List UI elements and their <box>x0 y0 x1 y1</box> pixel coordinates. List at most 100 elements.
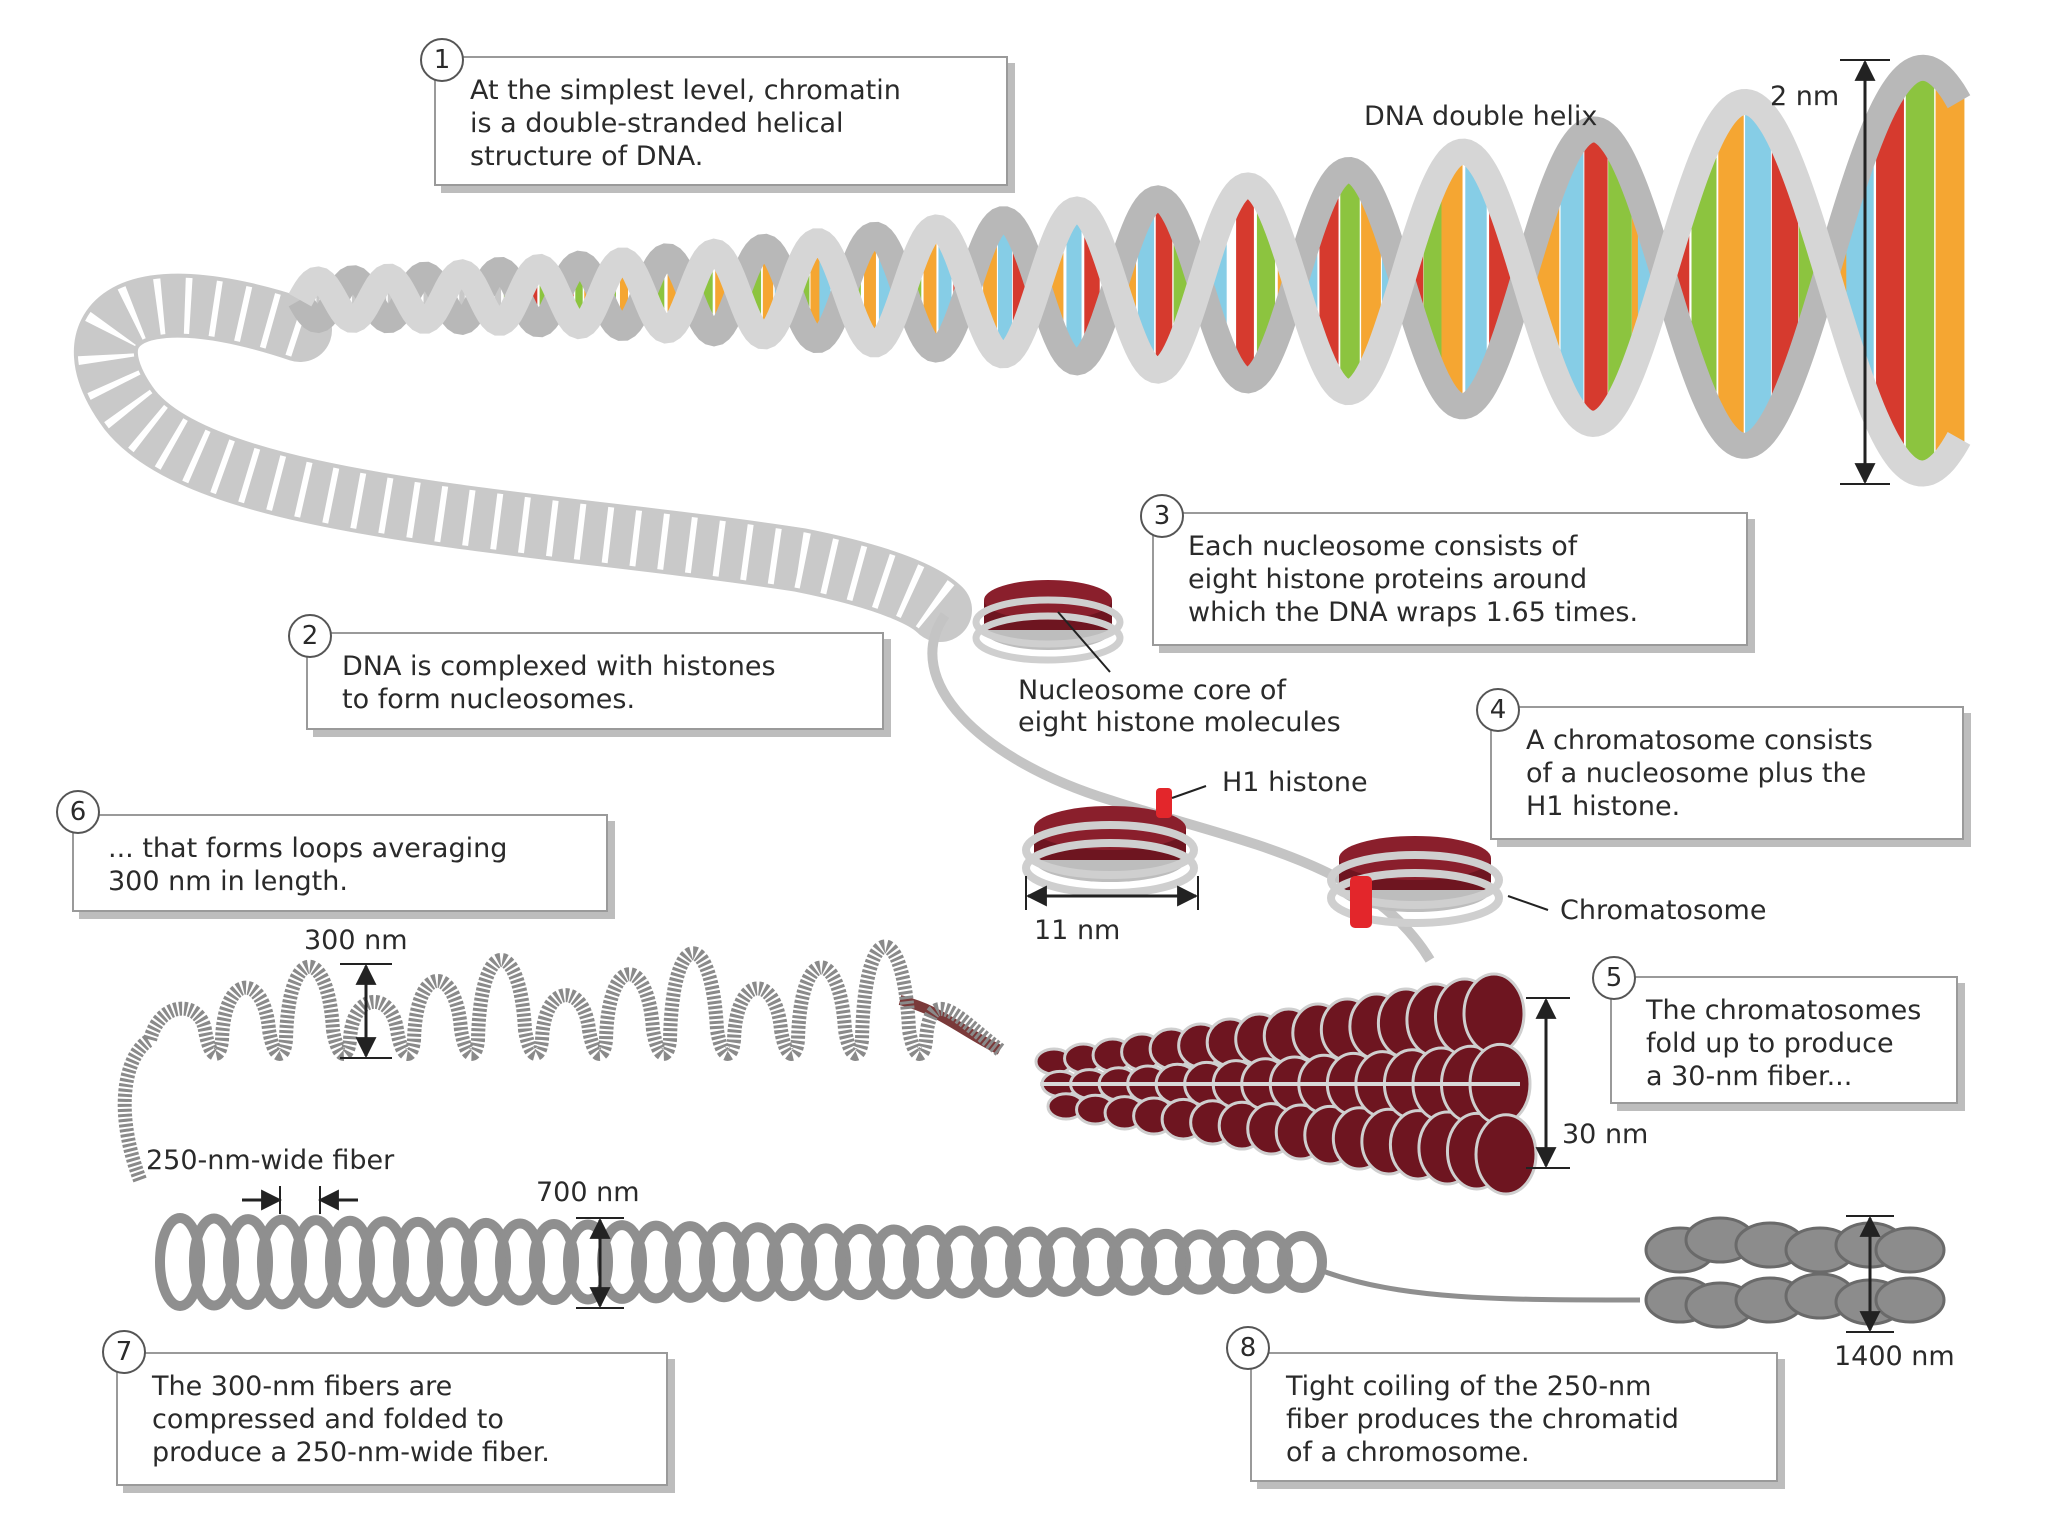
step-4-box: A chromatosome consists of a nucleosome … <box>1490 706 1964 840</box>
step-6-line-1: ... that forms loops averaging <box>108 833 508 864</box>
step-4-badge: 4 <box>1476 688 1520 732</box>
step-1-box: At the simplest level, chromatin is a do… <box>434 56 1008 186</box>
step-3-badge: 3 <box>1140 494 1184 538</box>
seven-hundred-nm-label: 700 nm <box>536 1177 640 1208</box>
step-2-line-1: DNA is complexed with histones <box>342 651 776 682</box>
fourteen-hundred-nm-label: 1400 nm <box>1834 1341 1955 1372</box>
step-2-box: DNA is complexed with histones to form n… <box>306 632 884 730</box>
step-3-box: Each nucleosome consists of eight histon… <box>1152 512 1748 646</box>
step-7-box: The 300-nm fibers are compressed and fol… <box>116 1352 668 1486</box>
coil-turn <box>1277 1231 1327 1293</box>
coil-turn <box>1141 1228 1191 1296</box>
coil-turn <box>1005 1226 1055 1298</box>
step-6-line-2: 300 nm in length. <box>108 866 348 897</box>
coil-turn <box>189 1213 239 1311</box>
coil-turn <box>427 1217 477 1307</box>
step-1-line-2: is a double-stranded helical <box>470 108 844 139</box>
coil-turn <box>495 1218 545 1306</box>
step-3-line-3: which the DNA wraps 1.65 times. <box>1188 597 1639 628</box>
dna-strand-loop-stripes <box>77 277 960 631</box>
step-8-line-1: Tight coiling of the 250-nm <box>1286 1371 1652 1402</box>
step-7-badge: 7 <box>102 1330 146 1374</box>
step-5-badge: 5 <box>1592 956 1636 1000</box>
h1-histone-mark <box>1156 788 1172 818</box>
three-hundred-nm-label: 300 nm <box>304 925 408 956</box>
step-4-line-2: of a nucleosome plus the <box>1526 758 1867 789</box>
step-8-line-2: fiber produces the chromatid <box>1286 1404 1679 1435</box>
chromatosome <box>1327 836 1503 928</box>
h1-histone-label: H1 histone <box>1222 767 1368 798</box>
coil-turn <box>291 1215 341 1309</box>
step-7-line-3: produce a 250-nm-wide fiber. <box>152 1437 550 1468</box>
step-2-badge: 2 <box>288 614 332 658</box>
coil-turn <box>665 1221 715 1303</box>
coil-turn <box>971 1226 1021 1298</box>
step-1-badge: 1 <box>420 38 464 82</box>
step-8-line-3: of a chromosome. <box>1286 1437 1530 1468</box>
coil-turn <box>359 1216 409 1308</box>
fiber-disc <box>1462 972 1526 1055</box>
coil-tail <box>1319 1267 1641 1303</box>
nucleosome-core-label-1: Nucleosome core of <box>1018 675 1286 706</box>
coil-turn <box>869 1224 919 1300</box>
loop-path <box>117 939 1005 1183</box>
thirty-nm-label: 30 nm <box>1562 1119 1649 1150</box>
step-6-box: ... that forms loops averaging 300 nm in… <box>72 814 608 912</box>
step-6-badge: 6 <box>56 790 100 834</box>
coil-turn <box>733 1222 783 1302</box>
step-3-line-1: Each nucleosome consists of <box>1188 531 1578 562</box>
coil-turn <box>1209 1229 1259 1295</box>
fiber-250nm <box>155 1213 1641 1311</box>
coil-turn <box>257 1214 307 1310</box>
core-leader-line <box>1057 611 1111 673</box>
nucleosome <box>972 580 1124 664</box>
coil-turn <box>767 1222 817 1302</box>
coil-turn <box>1175 1229 1225 1295</box>
step-8-badge: 8 <box>1226 1326 1270 1370</box>
coil-turn <box>801 1223 851 1301</box>
step-1-line-3: structure of DNA. <box>470 141 704 172</box>
coil-turn <box>1073 1227 1123 1297</box>
loop-fiber <box>117 939 1005 1183</box>
coil-turn <box>1243 1230 1293 1294</box>
step-7-line-2: compressed and folded to <box>152 1404 504 1435</box>
step-3-line-2: eight histone proteins around <box>1188 564 1588 595</box>
coil-turn <box>325 1215 375 1309</box>
step-5-line-3: a 30-nm fiber... <box>1646 1061 1853 1092</box>
coil-turn <box>1039 1227 1089 1297</box>
step-5-line-2: fold up to produce <box>1646 1028 1894 1059</box>
step-5-line-1: The chromatosomes <box>1646 995 1922 1026</box>
coil-turn <box>461 1217 511 1307</box>
backbone-strand-2 <box>288 88 1971 487</box>
nucleosome-core-label-2: eight histone molecules <box>1018 707 1341 738</box>
chromatid-lobe <box>1874 1226 1946 1274</box>
chromatid-lobe <box>1874 1276 1946 1324</box>
coil-turn <box>393 1216 443 1308</box>
coil-turn <box>937 1225 987 1299</box>
backbone-strand-1 <box>288 54 1971 459</box>
coil-turn <box>155 1213 205 1311</box>
step-7-line-1: The 300-nm fibers are <box>152 1371 453 1402</box>
thirty-nm-fiber <box>1034 972 1538 1196</box>
step-2-line-2: to form nucleosomes. <box>342 684 636 715</box>
step-4-line-3: H1 histone. <box>1526 791 1681 822</box>
coil-turn <box>529 1219 579 1305</box>
step-4-line-1: A chromatosome consists <box>1526 725 1873 756</box>
coil-turn <box>631 1220 681 1304</box>
step-8-box: Tight coiling of the 250-nm fiber produc… <box>1250 1352 1778 1482</box>
coil-turn <box>699 1221 749 1303</box>
dna-double-helix-label: DNA double helix <box>1364 101 1598 132</box>
chromosome <box>1644 1216 1946 1329</box>
coil-turn <box>1107 1228 1157 1296</box>
chromatosome-label: Chromatosome <box>1560 895 1767 926</box>
fiber-disc <box>1474 1113 1538 1196</box>
coil-turn <box>223 1214 273 1310</box>
eleven-nm-label: 11 nm <box>1034 915 1121 946</box>
dna-double-helix <box>288 54 1971 487</box>
two-nm-label: 2 nm <box>1770 81 1840 112</box>
coil-turn <box>835 1223 885 1301</box>
fiber-250-label: 250-nm-wide fiber <box>146 1145 395 1176</box>
coil-turn <box>903 1225 953 1299</box>
